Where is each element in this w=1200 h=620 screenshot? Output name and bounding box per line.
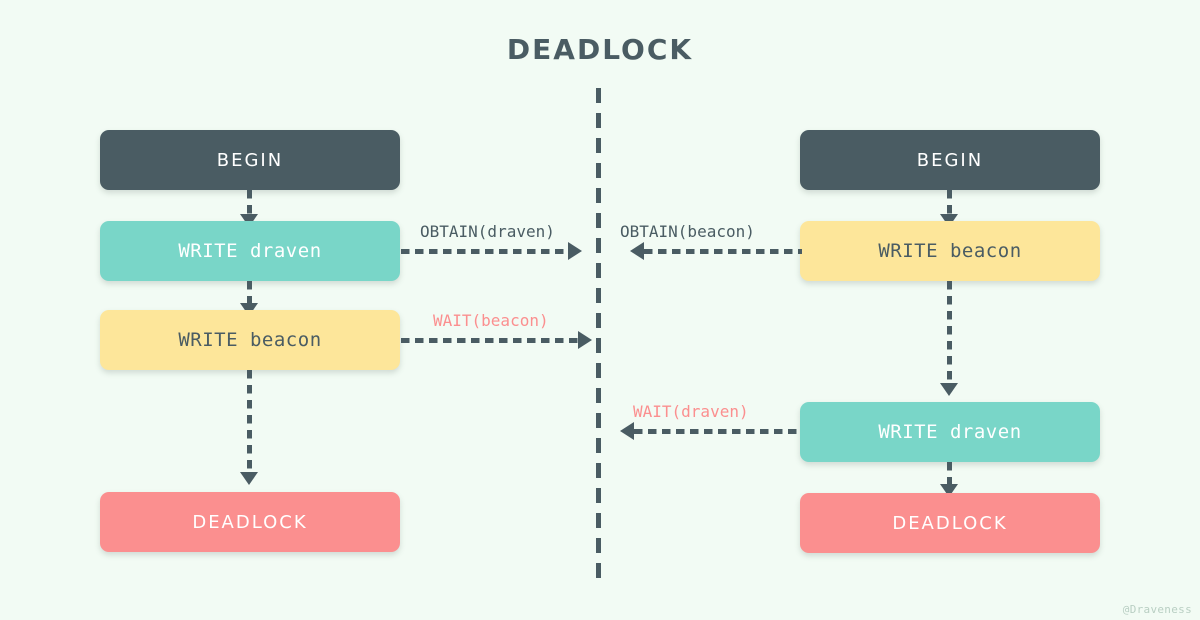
left-connector-1	[247, 190, 252, 218]
watermark: @Draveness	[1122, 603, 1192, 616]
left-connector-3	[247, 370, 252, 474]
page-title: DEADLOCK	[506, 33, 694, 66]
right-node-begin[interactable]: BEGIN	[800, 130, 1100, 190]
left-node-write-draven-label: WRITE draven	[178, 240, 322, 262]
edge-obtain-draven-line	[401, 249, 568, 254]
edge-label-obtain-beacon: OBTAIN(beacon)	[620, 222, 755, 241]
right-node-write-beacon-label: WRITE beacon	[878, 240, 1022, 262]
left-connector-2	[247, 281, 252, 307]
left-node-write-draven[interactable]: WRITE draven	[100, 221, 400, 281]
right-node-deadlock-label: DEADLOCK	[892, 512, 1008, 534]
right-arrowhead-2	[940, 383, 958, 396]
edge-label-wait-beacon: WAIT(beacon)	[433, 311, 549, 330]
left-node-begin[interactable]: BEGIN	[100, 130, 400, 190]
right-node-deadlock[interactable]: DEADLOCK	[800, 493, 1100, 553]
edge-wait-beacon-line	[401, 338, 578, 343]
edge-wait-beacon-arrowhead	[578, 331, 592, 349]
edge-obtain-beacon-line	[644, 249, 802, 254]
edge-obtain-draven-arrowhead	[568, 242, 582, 260]
right-node-write-beacon[interactable]: WRITE beacon	[800, 221, 1100, 281]
edge-obtain-beacon-arrowhead	[630, 242, 644, 260]
edge-wait-draven-line	[634, 429, 802, 434]
center-divider-line	[596, 88, 601, 588]
right-connector-3	[947, 462, 952, 488]
edge-label-obtain-draven: OBTAIN(draven)	[420, 222, 555, 241]
left-arrowhead-3	[240, 472, 258, 485]
right-connector-2	[947, 281, 952, 385]
right-node-begin-label: BEGIN	[916, 149, 984, 171]
left-node-write-beacon-label: WRITE beacon	[178, 329, 322, 351]
left-node-deadlock[interactable]: DEADLOCK	[100, 492, 400, 552]
edge-wait-draven-arrowhead	[620, 422, 634, 440]
right-node-write-draven[interactable]: WRITE draven	[800, 402, 1100, 462]
left-node-begin-label: BEGIN	[216, 149, 284, 171]
right-node-write-draven-label: WRITE draven	[878, 421, 1022, 443]
left-node-write-beacon[interactable]: WRITE beacon	[100, 310, 400, 370]
left-node-deadlock-label: DEADLOCK	[192, 511, 308, 533]
right-connector-1	[947, 190, 952, 218]
edge-label-wait-draven: WAIT(draven)	[633, 402, 749, 421]
